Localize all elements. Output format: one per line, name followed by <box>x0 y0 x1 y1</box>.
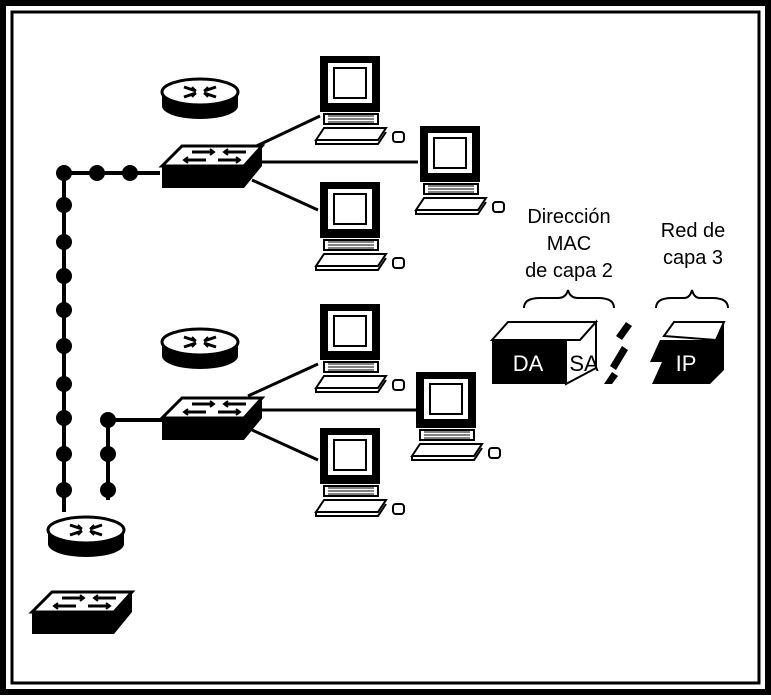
network-label-line1: Red de <box>661 220 726 242</box>
mac-label-line1: Dirección <box>527 206 610 228</box>
ethernet-segment-icon <box>56 165 138 498</box>
switch-icon <box>30 590 134 636</box>
router-icon <box>46 515 126 559</box>
frame-da-field: DA <box>513 351 544 376</box>
frame-ip-field: IP <box>676 351 697 376</box>
network-label-line2: capa 3 <box>663 247 723 269</box>
computer-icon <box>411 371 501 461</box>
inner-border <box>10 10 761 685</box>
router-icon <box>160 327 240 371</box>
computer-icon <box>315 55 405 145</box>
frame-sa-field: SA <box>569 351 599 376</box>
computer-icon <box>315 303 405 393</box>
computer-icon <box>315 181 405 271</box>
mac-label-line3: de capa 2 <box>525 260 613 282</box>
switch-icon <box>160 396 264 442</box>
brace-mac <box>523 289 615 309</box>
router-icon <box>160 77 240 121</box>
switch-icon <box>160 144 264 190</box>
computer-icon <box>415 125 505 215</box>
computer-icon <box>315 427 405 517</box>
frame-header: DA SA IP <box>489 319 726 386</box>
mac-label-line2: MAC <box>547 233 591 255</box>
ethernet-backbone <box>62 171 162 512</box>
brace-network <box>655 289 729 309</box>
lan-links <box>247 114 418 462</box>
